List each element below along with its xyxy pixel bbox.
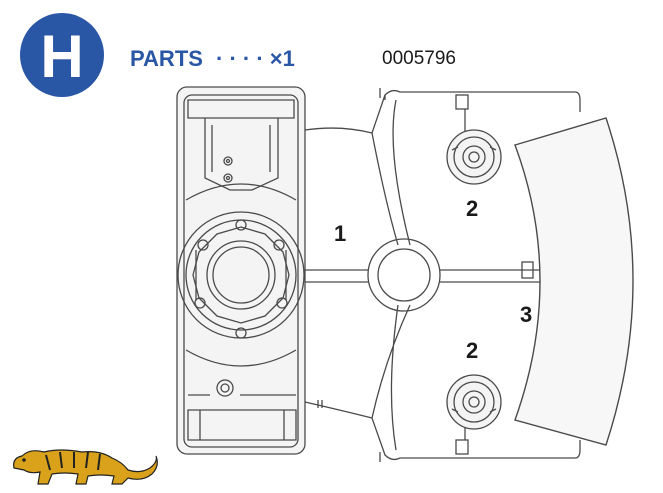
part-number: 0005796: [382, 48, 456, 69]
tiger-logo: [13, 449, 158, 485]
part-hub-bottom: [446, 374, 502, 430]
sprue-letter: H: [40, 23, 83, 90]
part-hub-top: [446, 129, 502, 185]
sprue-letter-badge: H: [20, 13, 104, 97]
part-label-hub-bottom: 2: [466, 338, 478, 363]
part-arc-panel: [514, 117, 634, 446]
part-frame: [176, 86, 306, 455]
parts-label: PARTS: [130, 46, 203, 71]
part-label-arc-panel: 3: [520, 302, 532, 327]
part-label-hub-top: 2: [466, 196, 478, 221]
quantity-label: · · · · ×1: [216, 46, 295, 71]
part-label-frame: 1: [334, 221, 346, 246]
